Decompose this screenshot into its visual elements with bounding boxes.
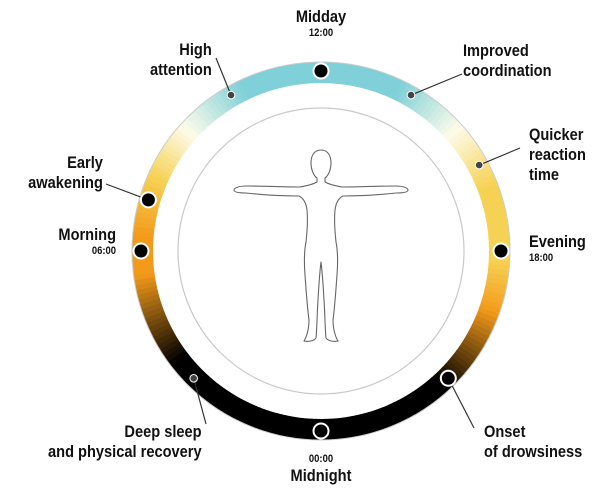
label-improved-coordination-line2: coordination — [463, 61, 552, 81]
label-improved-coordination-line1: Improved — [463, 41, 552, 61]
label-midnight-title: Midnight — [269, 466, 374, 486]
label-onset-of-drowsiness-line1: Onset — [484, 422, 582, 442]
label-high-attention-line1: High — [150, 40, 212, 60]
marker-early-awakening — [141, 192, 156, 207]
marker-midday — [314, 64, 329, 79]
label-midday-time: 12:00 — [269, 27, 374, 40]
marker-evening — [494, 244, 509, 259]
marker-onset-of-drowsiness — [441, 371, 456, 386]
label-onset-of-drowsiness-line2: of drowsiness — [484, 442, 582, 462]
marker-quicker-reaction-time — [475, 161, 483, 169]
label-midnight-time: 00:00 — [269, 453, 374, 466]
label-morning-time: 06:00 — [58, 245, 116, 258]
label-morning-title: Morning — [58, 225, 116, 245]
label-early-awakening-line1: Early — [28, 153, 103, 173]
marker-improved-coordination — [407, 91, 415, 99]
label-morning: Morning 06:00 — [58, 225, 116, 258]
label-midnight: 00:00 Midnight — [269, 453, 374, 486]
label-evening: Evening 18:00 — [529, 232, 586, 265]
label-deep-sleep-line2: and physical recovery — [48, 442, 202, 462]
label-quicker-reaction-time-line1: Quicker — [529, 125, 586, 145]
label-onset-of-drowsiness: Onset of drowsiness — [484, 422, 582, 462]
marker-morning — [134, 244, 149, 259]
label-quicker-reaction-time-line2: reaction — [529, 145, 586, 165]
marker-midnight — [314, 424, 329, 439]
label-evening-title: Evening — [529, 232, 586, 252]
label-high-attention: High attention — [150, 40, 212, 80]
label-high-attention-line2: attention — [150, 60, 212, 80]
label-deep-sleep: Deep sleep and physical recovery — [48, 422, 202, 462]
marker-high-attention — [227, 91, 235, 99]
inner-dial — [178, 108, 464, 394]
label-midday-title: Midday — [269, 7, 374, 27]
leader-line-quicker-reaction-time — [479, 148, 520, 165]
leader-line-improved-coordination — [411, 74, 462, 95]
label-improved-coordination: Improved coordination — [463, 41, 552, 81]
label-deep-sleep-line1: Deep sleep — [48, 422, 202, 442]
marker-deep-sleep — [190, 375, 198, 383]
label-midday: Midday 12:00 — [269, 7, 374, 40]
label-early-awakening: Early awakening — [28, 153, 103, 193]
label-quicker-reaction-time: Quicker reaction time — [529, 125, 586, 185]
label-quicker-reaction-time-line3: time — [529, 165, 586, 185]
label-evening-time: 18:00 — [529, 252, 586, 265]
label-early-awakening-line2: awakening — [28, 173, 103, 193]
